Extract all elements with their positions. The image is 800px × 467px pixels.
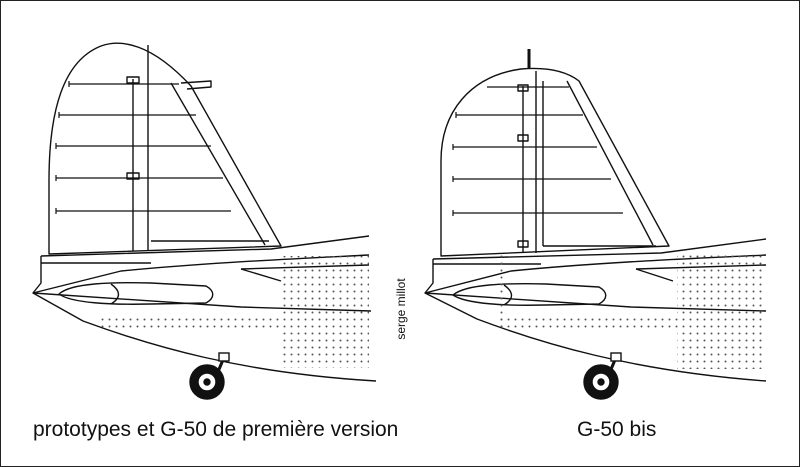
- left-fuselage-outline: [32, 256, 377, 382]
- right-rivet-fields: [497, 251, 766, 369]
- right-stabilizer: [452, 283, 607, 306]
- right-tail-wheel: [583, 352, 622, 400]
- author-credit: serge millot: [394, 278, 408, 340]
- right-fuselage-outline: [424, 259, 767, 382]
- right-caption: G-50 bis: [577, 418, 657, 441]
- right-rudder-ribs: [452, 86, 623, 216]
- left-rudder-outline: [48, 42, 282, 255]
- left-stabilizer: [58, 282, 214, 305]
- left-rudder-horn: [180, 80, 212, 90]
- left-rudder-ribs: [55, 81, 231, 214]
- left-tail-wheel: [189, 352, 230, 400]
- left-rivet-fields: [101, 256, 369, 368]
- left-caption: prototypes et G-50 de première version: [33, 418, 399, 441]
- right-rudder-outline: [440, 67, 670, 257]
